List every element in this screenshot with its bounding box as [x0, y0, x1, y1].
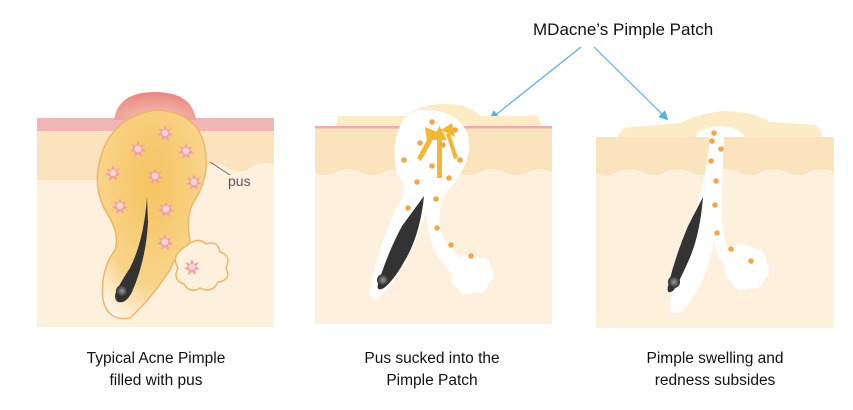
panel-patch-applied [315, 104, 552, 324]
caption-patch-applied: Pus sucked into the Pimple Patch [312, 348, 552, 392]
panel-typical-pimple: pus [37, 92, 274, 327]
caption-line: redness subsides [654, 372, 776, 389]
caption-healed: Pimple swelling and redness subsides [595, 348, 835, 392]
panel-healed [596, 111, 834, 328]
caption-line: Pimple Patch [386, 372, 478, 389]
caption-typical-pimple: Typical Acne Pimple filled with pus [36, 348, 276, 392]
caption-line: filled with pus [109, 372, 203, 389]
pointer-arrows [489, 46, 669, 121]
diagram-title: MDacne’s Pimple Patch [533, 20, 714, 39]
caption-line: Typical Acne Pimple [86, 350, 226, 367]
pus-label: pus [228, 173, 251, 189]
caption-line: Pimple swelling and [646, 350, 784, 367]
caption-line: Pus sucked into the [364, 350, 500, 367]
